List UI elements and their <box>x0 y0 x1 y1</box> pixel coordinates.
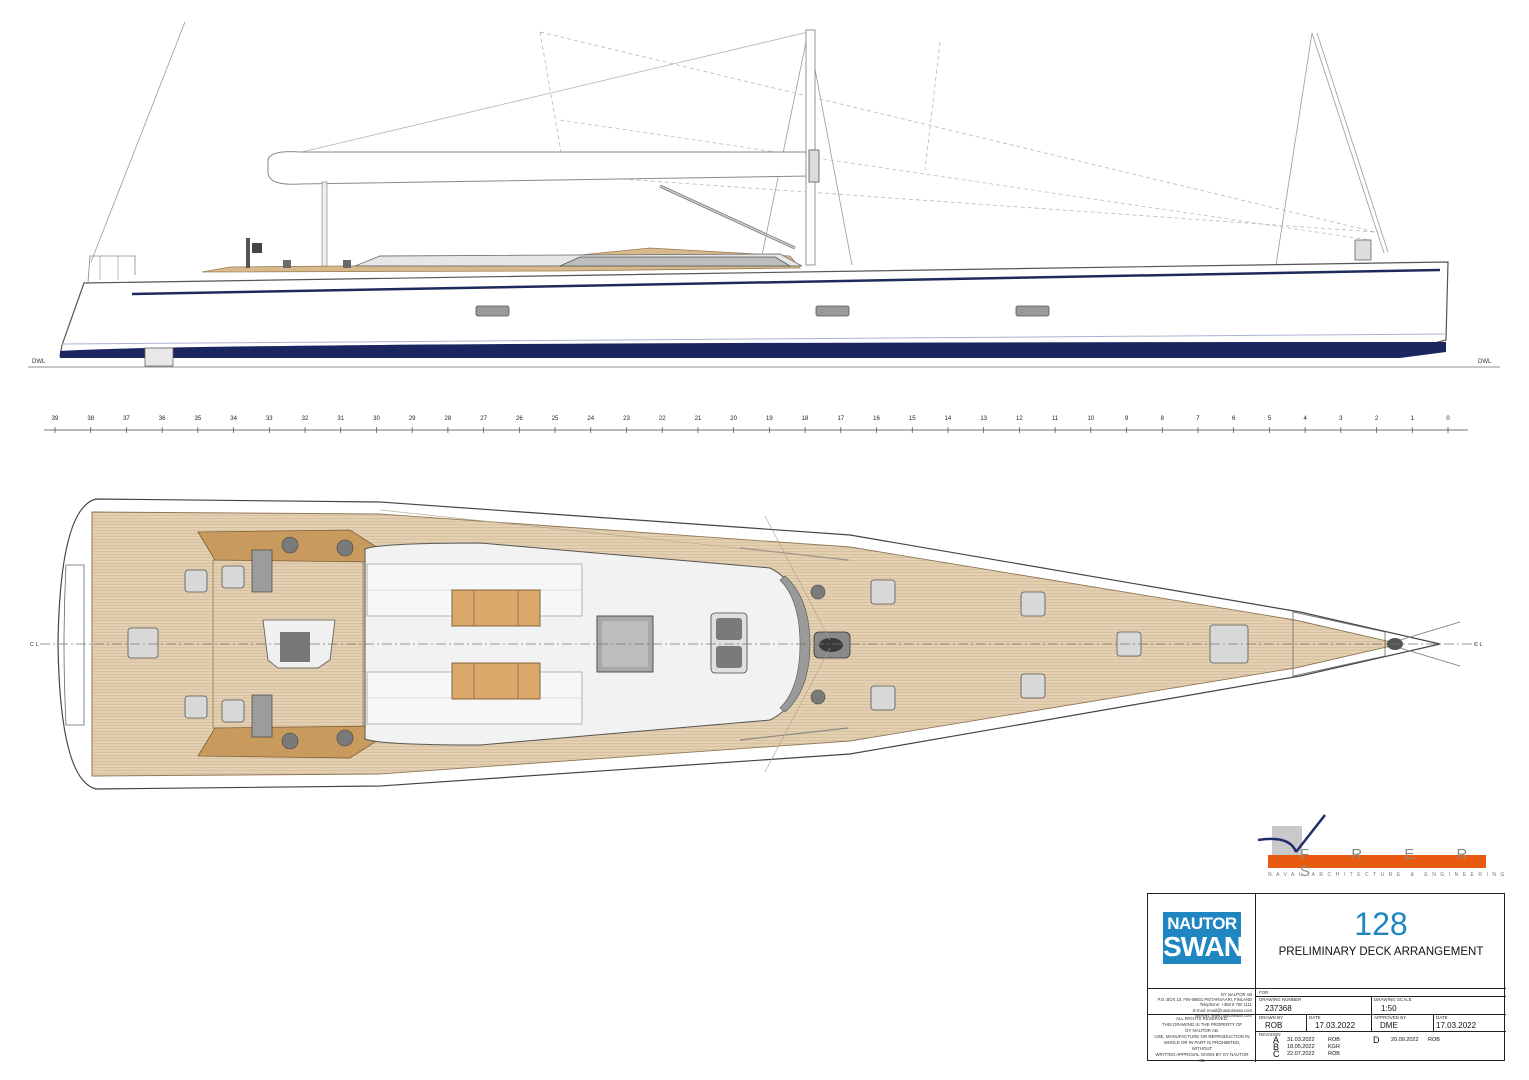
design-number: 128 <box>1354 906 1408 942</box>
revision-date-b: 18.05.2022 <box>1287 1044 1315 1050</box>
approved-by-label: APPROVED BY <box>1374 1015 1407 1020</box>
revision-date-d: 20.09.2022 <box>1391 1037 1419 1043</box>
frers-tagline: NAVAL ARCHITECTURE & ENGINEERING <box>1268 872 1509 878</box>
revision-letter-a: A <box>1273 1035 1280 1045</box>
station-number: 28 <box>445 416 452 422</box>
drawing-number: 237368 <box>1265 1004 1292 1013</box>
drawn-by-label: DRAWN BY <box>1259 1015 1284 1020</box>
station-number: 26 <box>516 416 523 422</box>
revision-by-d: ROB <box>1428 1037 1440 1043</box>
deck-plan <box>40 498 1480 790</box>
station-number: 12 <box>1016 416 1023 422</box>
frers-logo <box>1257 814 1486 868</box>
revision-by-c: ROB <box>1328 1051 1340 1057</box>
company-address: OY NAUTOR AB P.O. BOX 10, FIN-68601 PIET… <box>1157 992 1252 1018</box>
station-number: 32 <box>302 416 309 422</box>
station-number: 13 <box>980 416 987 422</box>
jib-outline <box>539 31 1376 233</box>
nautor-swan-logo: NAUTOR SWAN <box>1148 894 1256 989</box>
station-number: 14 <box>945 416 952 422</box>
drawn-date: 17.03.2022 <box>1315 1021 1356 1030</box>
centerline-label-left: C L <box>30 642 39 648</box>
revision-date-a: 31.03.2022 <box>1287 1037 1315 1043</box>
hull <box>59 261 1449 357</box>
mast <box>805 29 816 266</box>
station-number: 15 <box>909 416 916 422</box>
dwl-label-right: DWL <box>1478 359 1492 365</box>
station-number: 21 <box>695 416 702 422</box>
centerline-label-right: C L <box>1474 642 1483 648</box>
boom <box>267 151 816 185</box>
station-number: 35 <box>195 416 202 422</box>
drawing-scale: 1:50 <box>1381 1004 1397 1013</box>
drawn-by: ROB <box>1265 1021 1283 1030</box>
cockpit-table-2 <box>451 662 541 700</box>
drawing-scale-label: DRAWING SCALE <box>1374 997 1412 1002</box>
station-number: 25 <box>552 416 559 422</box>
station-number: 19 <box>766 416 773 422</box>
station-number: 17 <box>837 416 844 422</box>
revision-letter-c: C <box>1273 1049 1280 1059</box>
drawing-number-label: DRAWING NUMBER <box>1259 997 1302 1002</box>
station-number: 2 <box>1375 416 1379 422</box>
revision-by-b: KGR <box>1328 1044 1340 1050</box>
station-number: 1 <box>1411 416 1415 422</box>
station-number: 36 <box>159 416 166 422</box>
approved-by: DME <box>1380 1021 1398 1030</box>
revision-label: REVISION <box>1259 1032 1281 1037</box>
station-number: 33 <box>266 416 273 422</box>
station-number: 6 <box>1232 416 1236 422</box>
station-number: 39 <box>52 416 59 422</box>
station-number: 34 <box>230 416 237 422</box>
station-number: 10 <box>1087 416 1094 422</box>
station-number: 8 <box>1161 416 1165 422</box>
title-cell: 128 PRELIMINARY DECK ARRANGEMENT <box>1256 894 1506 989</box>
frers-wordmark: F R E R S <box>1300 846 1487 880</box>
station-number: 22 <box>659 416 666 422</box>
approved-date: 17.03.2022 <box>1436 1021 1477 1030</box>
station-number: 7 <box>1196 416 1200 422</box>
station-number: 24 <box>587 416 594 422</box>
station-number: 5 <box>1268 416 1272 422</box>
dwl-label-left: DWL <box>32 359 46 365</box>
station-number: 11 <box>1052 416 1059 422</box>
station-number: 38 <box>87 416 94 422</box>
station-number: 3 <box>1339 416 1343 422</box>
revision-by-a: ROB <box>1328 1037 1340 1043</box>
station-number: 29 <box>409 416 416 422</box>
station-number: 18 <box>802 416 809 422</box>
drawing-title: PRELIMINARY DECK ARRANGEMENT <box>1278 946 1484 958</box>
station-number: 31 <box>337 416 344 422</box>
drawn-date-label: DATE <box>1309 1015 1321 1020</box>
station-number: 16 <box>873 416 880 422</box>
station-number: 9 <box>1125 416 1129 422</box>
station-number: 0 <box>1446 416 1450 422</box>
station-number: 37 <box>123 416 130 422</box>
station-number: 4 <box>1303 416 1307 422</box>
revision-date-c: 22.07.2022 <box>1287 1051 1315 1057</box>
approved-date-label: DATE <box>1436 1015 1448 1020</box>
station-number: 27 <box>480 416 487 422</box>
revision-letter-d: D <box>1373 1035 1380 1045</box>
station-number: 30 <box>373 416 380 422</box>
cockpit-table-1 <box>451 589 541 627</box>
title-block: NAUTOR SWAN 128 PRELIMINARY DECK ARRANGE… <box>1147 893 1506 1063</box>
side-elevation <box>28 21 1500 368</box>
rights-notice: ALL RIGHTS RESERVED. THIS DRAWING IS THE… <box>1154 1016 1250 1063</box>
for-label: FOR <box>1259 990 1269 995</box>
station-number: 20 <box>730 416 737 422</box>
station-number: 23 <box>623 416 630 422</box>
revision-letter-b: B <box>1273 1042 1280 1052</box>
